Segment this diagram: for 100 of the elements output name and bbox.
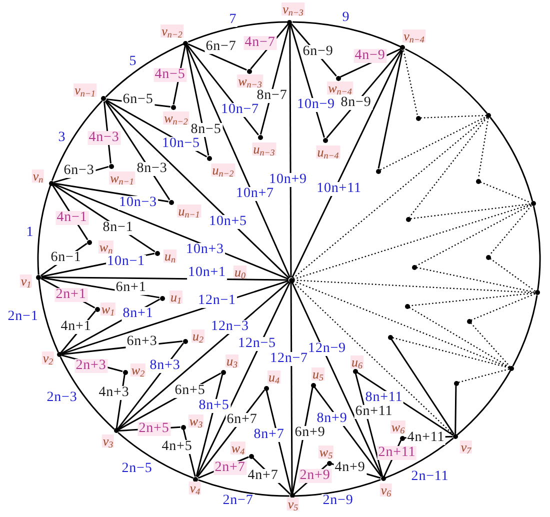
dotted-edge xyxy=(416,266,535,293)
cycle-arc xyxy=(292,21,401,48)
vertex-label: v$_{7}$ xyxy=(460,440,472,454)
vertex-dot xyxy=(412,264,416,270)
dotted-edge xyxy=(402,50,418,116)
graph-edge xyxy=(188,43,247,71)
edge-label: 12n−5 xyxy=(237,337,277,351)
edge-label: 10n+7 xyxy=(235,187,275,201)
vertex-label: v$_{n−1}$ xyxy=(74,84,96,96)
vertex-dot xyxy=(400,436,404,440)
edge-label: 6n+9 xyxy=(294,426,326,440)
vertex-dot xyxy=(466,318,472,324)
graph-edge xyxy=(291,50,402,278)
cycle-arc xyxy=(37,185,52,275)
vertex-label: v$_{n}$ xyxy=(32,170,44,182)
vertex-dot xyxy=(534,290,540,296)
edge-label: 8n+3 xyxy=(148,359,182,373)
vertex-dot xyxy=(183,40,188,46)
dotted-edge xyxy=(410,203,531,220)
edge-label: 8n−5 xyxy=(190,123,222,137)
vertex-dot xyxy=(454,380,458,386)
edge-label: 12n−7 xyxy=(269,352,309,366)
edge-label: 6n−7 xyxy=(204,40,238,54)
edge-label: 2n+7 xyxy=(214,461,246,475)
vertex-dot xyxy=(168,200,174,204)
vertex-label: u$_{0}$ xyxy=(234,265,246,278)
edge-label: 2n+1 xyxy=(54,288,88,302)
vertex-dot xyxy=(56,352,62,358)
vertex-label: v$_{n−3}$ xyxy=(282,2,304,16)
vertex-dot xyxy=(406,216,410,222)
vertex-label: v$_{2}$ xyxy=(42,352,54,364)
vertex-label: w$_{5}$ xyxy=(318,446,334,458)
graph-edge xyxy=(186,45,291,278)
edge-label: 12n−1 xyxy=(197,294,237,308)
cycle-arc xyxy=(51,100,103,181)
edge-label: 12n−9 xyxy=(307,342,347,356)
vertex-dot xyxy=(530,201,536,206)
edge-label: 8n+9 xyxy=(316,412,348,426)
edge-label: 6n+3 xyxy=(126,335,158,349)
graph-edge xyxy=(196,374,224,477)
vertex-label: w$_{4}$ xyxy=(230,442,246,454)
vertex-dot xyxy=(170,104,176,110)
edge-label: 6n+1 xyxy=(114,281,148,295)
edge-label: 8n−7 xyxy=(256,89,288,103)
vertex-dot xyxy=(36,274,42,280)
edge-label: 8n−1 xyxy=(102,221,134,235)
vertex-label: w$_{n}$ xyxy=(98,240,114,254)
vertex-label: u$_{n−3}$ xyxy=(252,142,276,156)
vertex-dot xyxy=(86,240,92,244)
cycle-arc xyxy=(105,43,184,98)
vertex-dot xyxy=(509,366,514,371)
vertex-dot xyxy=(404,304,410,308)
dotted-edge xyxy=(416,204,532,266)
edge-label: 10n+3 xyxy=(185,243,225,257)
dotted-edge xyxy=(292,281,454,436)
graph-edge xyxy=(390,338,455,435)
vertex-dot xyxy=(248,454,254,458)
vertex-dot xyxy=(101,96,106,102)
vertex-label: u$_{5}$ xyxy=(312,368,324,380)
edge-label: 10n+11 xyxy=(316,182,362,196)
cycle-arc xyxy=(118,432,194,479)
edge-label: 8n+5 xyxy=(198,399,230,413)
vertex-dot xyxy=(114,428,119,434)
vertex-dot xyxy=(486,112,492,118)
vertex-label: u$_{3}$ xyxy=(226,354,238,368)
vertex-dot xyxy=(288,278,294,282)
graph-edge xyxy=(290,282,293,494)
vertex-label: u$_{2}$ xyxy=(192,330,204,342)
dotted-edge xyxy=(292,116,488,279)
vertex-dot xyxy=(182,338,188,344)
graph-edge xyxy=(289,24,292,278)
vertex-label: w$_{n−4}$ xyxy=(327,82,353,94)
cycle-arc xyxy=(38,280,59,353)
edge-label: 6n+5 xyxy=(174,384,206,398)
edge-label: 6n+7 xyxy=(226,413,258,427)
vertex-dot xyxy=(287,20,292,24)
dotted-edge xyxy=(458,368,510,383)
vertex-label: w$_{n−1}$ xyxy=(109,172,135,184)
edge-label: 4n−9 xyxy=(354,49,386,63)
vertex-label: u$_{n−4}$ xyxy=(316,146,340,158)
dotted-edge xyxy=(293,280,510,368)
vertex-dot xyxy=(486,254,490,260)
edge-label: 12n−3 xyxy=(210,320,250,334)
graph-edge xyxy=(454,386,457,434)
edge-label: 6n−9 xyxy=(302,45,334,59)
vertex-label: v$_{5}$ xyxy=(286,498,300,510)
dotted-edge xyxy=(380,116,487,170)
vertex-dot xyxy=(94,306,100,312)
vertex-dot xyxy=(206,156,212,160)
vertex-label: w$_{n−2}$ xyxy=(163,112,189,124)
edge-label: 2n+3 xyxy=(74,359,108,373)
edge-label: 2n+5 xyxy=(138,422,170,436)
vertex-label: v$_{1}$ xyxy=(20,274,32,288)
dotted-edge xyxy=(293,204,531,280)
dotted-edge xyxy=(490,258,536,292)
vertex-dot xyxy=(336,76,340,80)
edge-label: 4n+1 xyxy=(60,320,92,334)
edge-label: 10n−7 xyxy=(220,103,260,117)
edge-label: 8n+11 xyxy=(364,391,404,405)
edge-label: 8n+7 xyxy=(252,428,286,442)
